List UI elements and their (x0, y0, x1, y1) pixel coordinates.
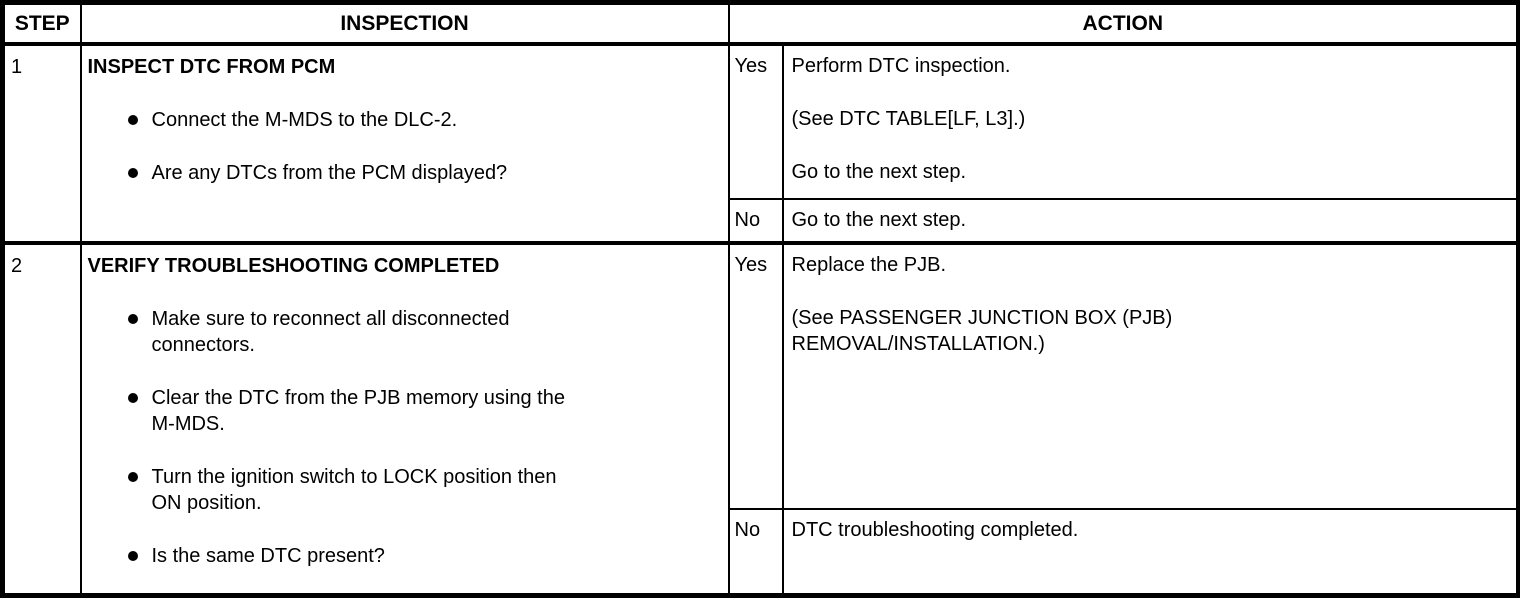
action-line: Go to the next step. (791, 161, 967, 184)
no-cell: No (727, 198, 784, 245)
action-line: DTC troubleshooting completed. (791, 519, 1079, 542)
action-cell: Perform DTC inspection. (See DTC TABLE[L… (781, 43, 1520, 201)
inspection-bullet-list: Make sure to reconnect all disconnected … (88, 306, 720, 569)
step-number-cell: 1 (1, 43, 82, 245)
inspection-bullet: Connect the M-MDS to the DLC-2. (88, 107, 720, 133)
inspection-bullet-text: Is the same DTC present? (151, 545, 385, 568)
header-row: STEP INSPECTION ACTION (1, 1, 1520, 47)
inspection-bullet: Turn the ignition switch to LOCK positio… (88, 464, 720, 516)
bullet-icon (127, 115, 138, 126)
action-line: (See PASSENGER JUNCTION BOX (PJB) REMOVA… (791, 307, 1173, 356)
inspection-bullet-text: Clear the DTC from the PJB memory using … (151, 387, 565, 436)
table-row: No Go to the next step. (3, 198, 1520, 245)
step-number-cell: 2 (1, 241, 82, 597)
inspection-bullet-text: Are any DTCs from the PCM displayed? (151, 162, 508, 185)
bullet-icon (127, 168, 138, 179)
table-row: No DTC troubleshooting completed. (3, 508, 1520, 597)
action-cell: Replace the PJB. (See PASSENGER JUNCTION… (781, 241, 1520, 511)
action-cell: DTC troubleshooting completed. (781, 508, 1520, 597)
inspection-cell: VERIFY TROUBLESHOOTING COMPLETED Make su… (79, 241, 730, 597)
yes-cell: Yes (727, 43, 784, 201)
column-header-inspection: INSPECTION (79, 1, 730, 47)
bullet-icon (127, 551, 138, 562)
inspection-bullet: Make sure to reconnect all disconnected … (88, 306, 720, 358)
no-cell: No (727, 508, 784, 597)
bullet-icon (127, 472, 138, 483)
inspection-title: INSPECT DTC FROM PCM (87, 56, 336, 79)
action-line: Perform DTC inspection. (791, 55, 1011, 78)
action-line: (See DTC TABLE[LF, L3].) (791, 108, 1026, 131)
inspection-bullet: Is the same DTC present? (88, 543, 720, 569)
inspection-bullet: Clear the DTC from the PJB memory using … (88, 385, 720, 437)
inspection-bullet: Are any DTCs from the PCM displayed? (88, 160, 720, 186)
inspection-title: VERIFY TROUBLESHOOTING COMPLETED (87, 255, 500, 278)
table-row: 2 VERIFY TROUBLESHOOTING COMPLETED Make … (1, 241, 1520, 597)
inspection-cell: INSPECT DTC FROM PCM Connect the M-MDS t… (79, 43, 730, 245)
inspection-bullet-text: Make sure to reconnect all disconnected … (151, 308, 510, 357)
column-header-step: STEP (1, 1, 82, 47)
inspection-bullet-text: Connect the M-MDS to the DLC-2. (151, 109, 458, 132)
inspection-bullet-text: Turn the ignition switch to LOCK positio… (151, 466, 557, 515)
action-line: Go to the next step. (791, 209, 967, 232)
bullet-icon (127, 314, 138, 325)
yes-cell: Yes (727, 241, 784, 511)
bullet-icon (127, 393, 138, 404)
column-header-action: ACTION (727, 1, 1520, 47)
table-row: 1 INSPECT DTC FROM PCM Connect the M-MDS… (1, 43, 1520, 245)
action-cell: Go to the next step. (781, 198, 1520, 245)
inspection-bullet-list: Connect the M-MDS to the DLC-2. Are any … (88, 107, 720, 186)
action-line: Replace the PJB. (791, 254, 947, 277)
